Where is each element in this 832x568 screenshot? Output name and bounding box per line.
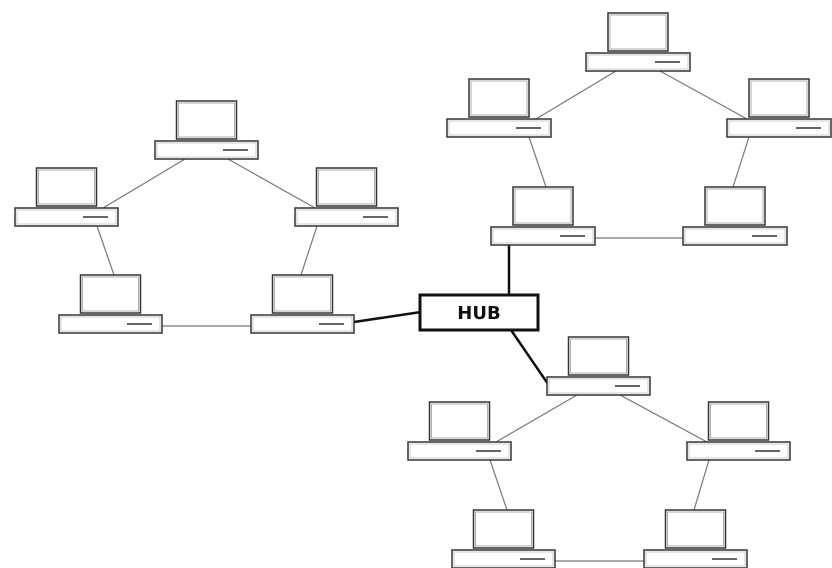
monitor-screen <box>710 403 767 439</box>
left-ring-link <box>227 158 316 209</box>
left-ring-link <box>300 225 318 276</box>
left-ring-computer-1 <box>154 100 259 160</box>
monitor-screen <box>475 511 532 547</box>
computer-case-icon <box>682 226 788 246</box>
monitor-icon <box>271 274 334 314</box>
computer-case-icon <box>643 549 748 568</box>
links-layer <box>96 70 750 562</box>
left-ring-computer-5 <box>250 274 355 334</box>
top-right-ring-computer-4 <box>490 186 596 246</box>
monitor-icon <box>512 186 574 226</box>
case-inner-outline <box>728 120 830 136</box>
bottom-right-ring-computer-4 <box>451 509 556 568</box>
case-inner-outline <box>453 551 554 567</box>
top-right-ring-computer-2 <box>446 78 552 138</box>
monitor-screen <box>609 14 667 50</box>
left-ring-computer-2 <box>14 167 119 227</box>
left-ring-link <box>102 158 186 209</box>
computer-case-icon <box>490 226 596 246</box>
bottom-right-ring-computer-3 <box>686 401 791 461</box>
top-right-ring-link <box>732 136 750 188</box>
hub-box <box>418 293 540 332</box>
computer-case-icon <box>546 376 651 396</box>
monitor-icon <box>664 509 727 549</box>
monitor-icon <box>472 509 535 549</box>
case-inner-outline <box>587 54 689 70</box>
case-inner-outline <box>448 120 550 136</box>
top-right-ring-link <box>535 70 617 120</box>
monitor-screen <box>570 338 627 374</box>
computer-case-icon <box>451 549 556 568</box>
monitor-icon <box>607 12 669 52</box>
top-right-ring-link <box>659 70 748 120</box>
case-inner-outline <box>296 209 397 225</box>
monitor-screen <box>706 188 764 224</box>
left-ring-computer-3 <box>294 167 399 227</box>
monitor-icon <box>35 167 98 207</box>
monitor-icon <box>567 336 630 376</box>
case-inner-outline <box>156 142 257 158</box>
hub: HUB <box>418 293 540 332</box>
hub-link-left-ring <box>353 310 422 324</box>
bottom-right-ring-link <box>495 394 578 443</box>
case-inner-outline <box>16 209 117 225</box>
monitor-screen <box>274 276 331 312</box>
monitor-icon <box>468 78 530 118</box>
case-inner-outline <box>252 316 353 332</box>
computer-case-icon <box>294 207 399 227</box>
monitor-screen <box>318 169 375 205</box>
computer-case-icon <box>446 118 552 138</box>
left-ring-computer-4 <box>58 274 163 334</box>
computer-case-icon <box>686 441 791 461</box>
computer-case-icon <box>14 207 119 227</box>
computer-case-icon <box>726 118 832 138</box>
top-right-ring-computer-5 <box>682 186 788 246</box>
monitor-screen <box>470 80 528 116</box>
computer-case-icon <box>154 140 259 160</box>
computer-case-icon <box>407 441 512 461</box>
monitor-screen <box>178 102 235 138</box>
computers-layer <box>14 12 832 568</box>
top-right-ring-link <box>528 136 547 188</box>
monitor-screen <box>38 169 95 205</box>
hub-link-bottom-right-ring <box>509 329 550 385</box>
bottom-right-ring-link <box>619 394 708 443</box>
bottom-right-ring-computer-1 <box>546 336 651 396</box>
monitor-screen <box>667 511 724 547</box>
bottom-right-ring-computer-5 <box>643 509 748 568</box>
hub-label: HUB <box>457 303 500 324</box>
top-right-ring-computer-1 <box>585 12 691 72</box>
monitor-screen <box>431 403 488 439</box>
bottom-right-ring-link <box>489 459 508 511</box>
case-inner-outline <box>60 316 161 332</box>
computer-case-icon <box>250 314 355 334</box>
left-ring-link <box>96 225 115 276</box>
monitor-icon <box>79 274 142 314</box>
computer-case-icon <box>585 52 691 72</box>
bottom-right-ring-link <box>693 459 710 511</box>
bottom-right-ring-computer-2 <box>407 401 512 461</box>
monitor-icon <box>748 78 810 118</box>
computer-case-icon <box>58 314 163 334</box>
monitor-icon <box>707 401 770 441</box>
case-inner-outline <box>688 443 789 459</box>
case-inner-outline <box>409 443 510 459</box>
monitor-screen <box>750 80 808 116</box>
monitor-screen <box>514 188 572 224</box>
monitor-icon <box>175 100 238 140</box>
case-inner-outline <box>492 228 594 244</box>
case-inner-outline <box>548 378 649 394</box>
monitor-icon <box>315 167 378 207</box>
monitor-screen <box>82 276 139 312</box>
monitor-icon <box>704 186 766 226</box>
case-inner-outline <box>645 551 746 567</box>
case-inner-outline <box>684 228 786 244</box>
top-right-ring-computer-3 <box>726 78 832 138</box>
monitor-icon <box>428 401 491 441</box>
